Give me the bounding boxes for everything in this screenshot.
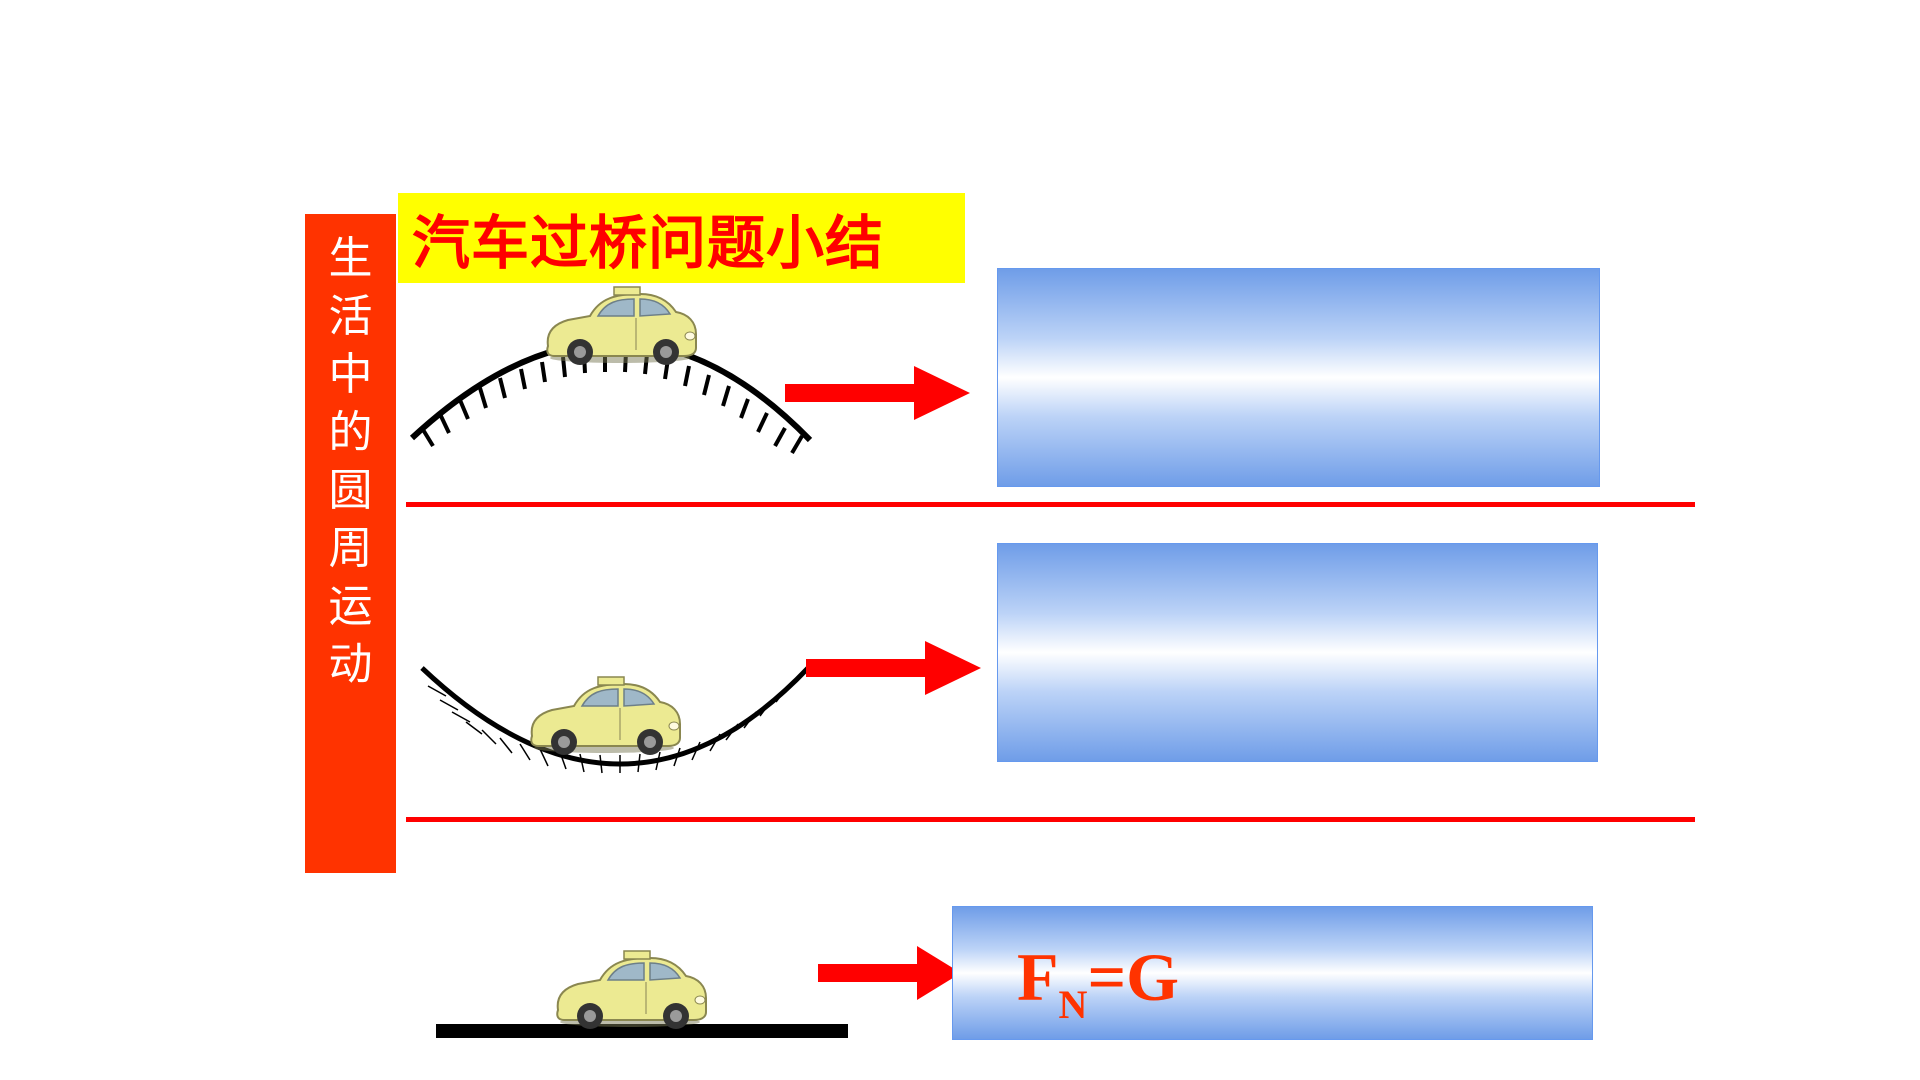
- car-icon: [556, 950, 707, 1030]
- car-icon: [546, 286, 697, 366]
- formula-main: F: [1017, 939, 1059, 1015]
- concave-bridge-hatching: [427, 671, 803, 774]
- side-label-char: 圆: [328, 465, 373, 516]
- slide-title: 汽车过桥问题小结: [412, 209, 885, 277]
- side-label-char: 活: [328, 291, 373, 342]
- arrow-right-icon: [806, 641, 981, 695]
- title-box: 汽车过桥问题小结: [398, 193, 965, 283]
- car-icon: [530, 676, 681, 756]
- normal-force-formula: FN=G: [1017, 943, 1179, 1025]
- formula-rest: =G: [1087, 939, 1180, 1015]
- divider-line: [406, 502, 1695, 507]
- side-label-char: 的: [328, 407, 373, 458]
- side-label-char: 生: [328, 233, 373, 284]
- concave-bridge: [420, 666, 810, 774]
- side-label-char: 运: [328, 581, 373, 632]
- formula-subscript: N: [1058, 982, 1088, 1027]
- convex-bridge: [409, 286, 813, 455]
- flat-result-box: FN=G: [952, 906, 1593, 1040]
- concave-result-box: [997, 543, 1598, 762]
- arrow-right-icon: [785, 366, 970, 420]
- side-label-bar: 生 活 中 的 圆 周 运 动: [305, 214, 396, 873]
- convex-result-box: [997, 268, 1600, 487]
- arrow-right-icon: [818, 946, 961, 1000]
- side-label-char: 周: [328, 523, 373, 574]
- flat-road: [436, 950, 848, 1038]
- side-label-char: 中: [328, 349, 373, 400]
- divider-line: [406, 817, 1695, 822]
- side-label-char: 动: [328, 639, 373, 690]
- convex-bridge-hatching: [420, 351, 804, 455]
